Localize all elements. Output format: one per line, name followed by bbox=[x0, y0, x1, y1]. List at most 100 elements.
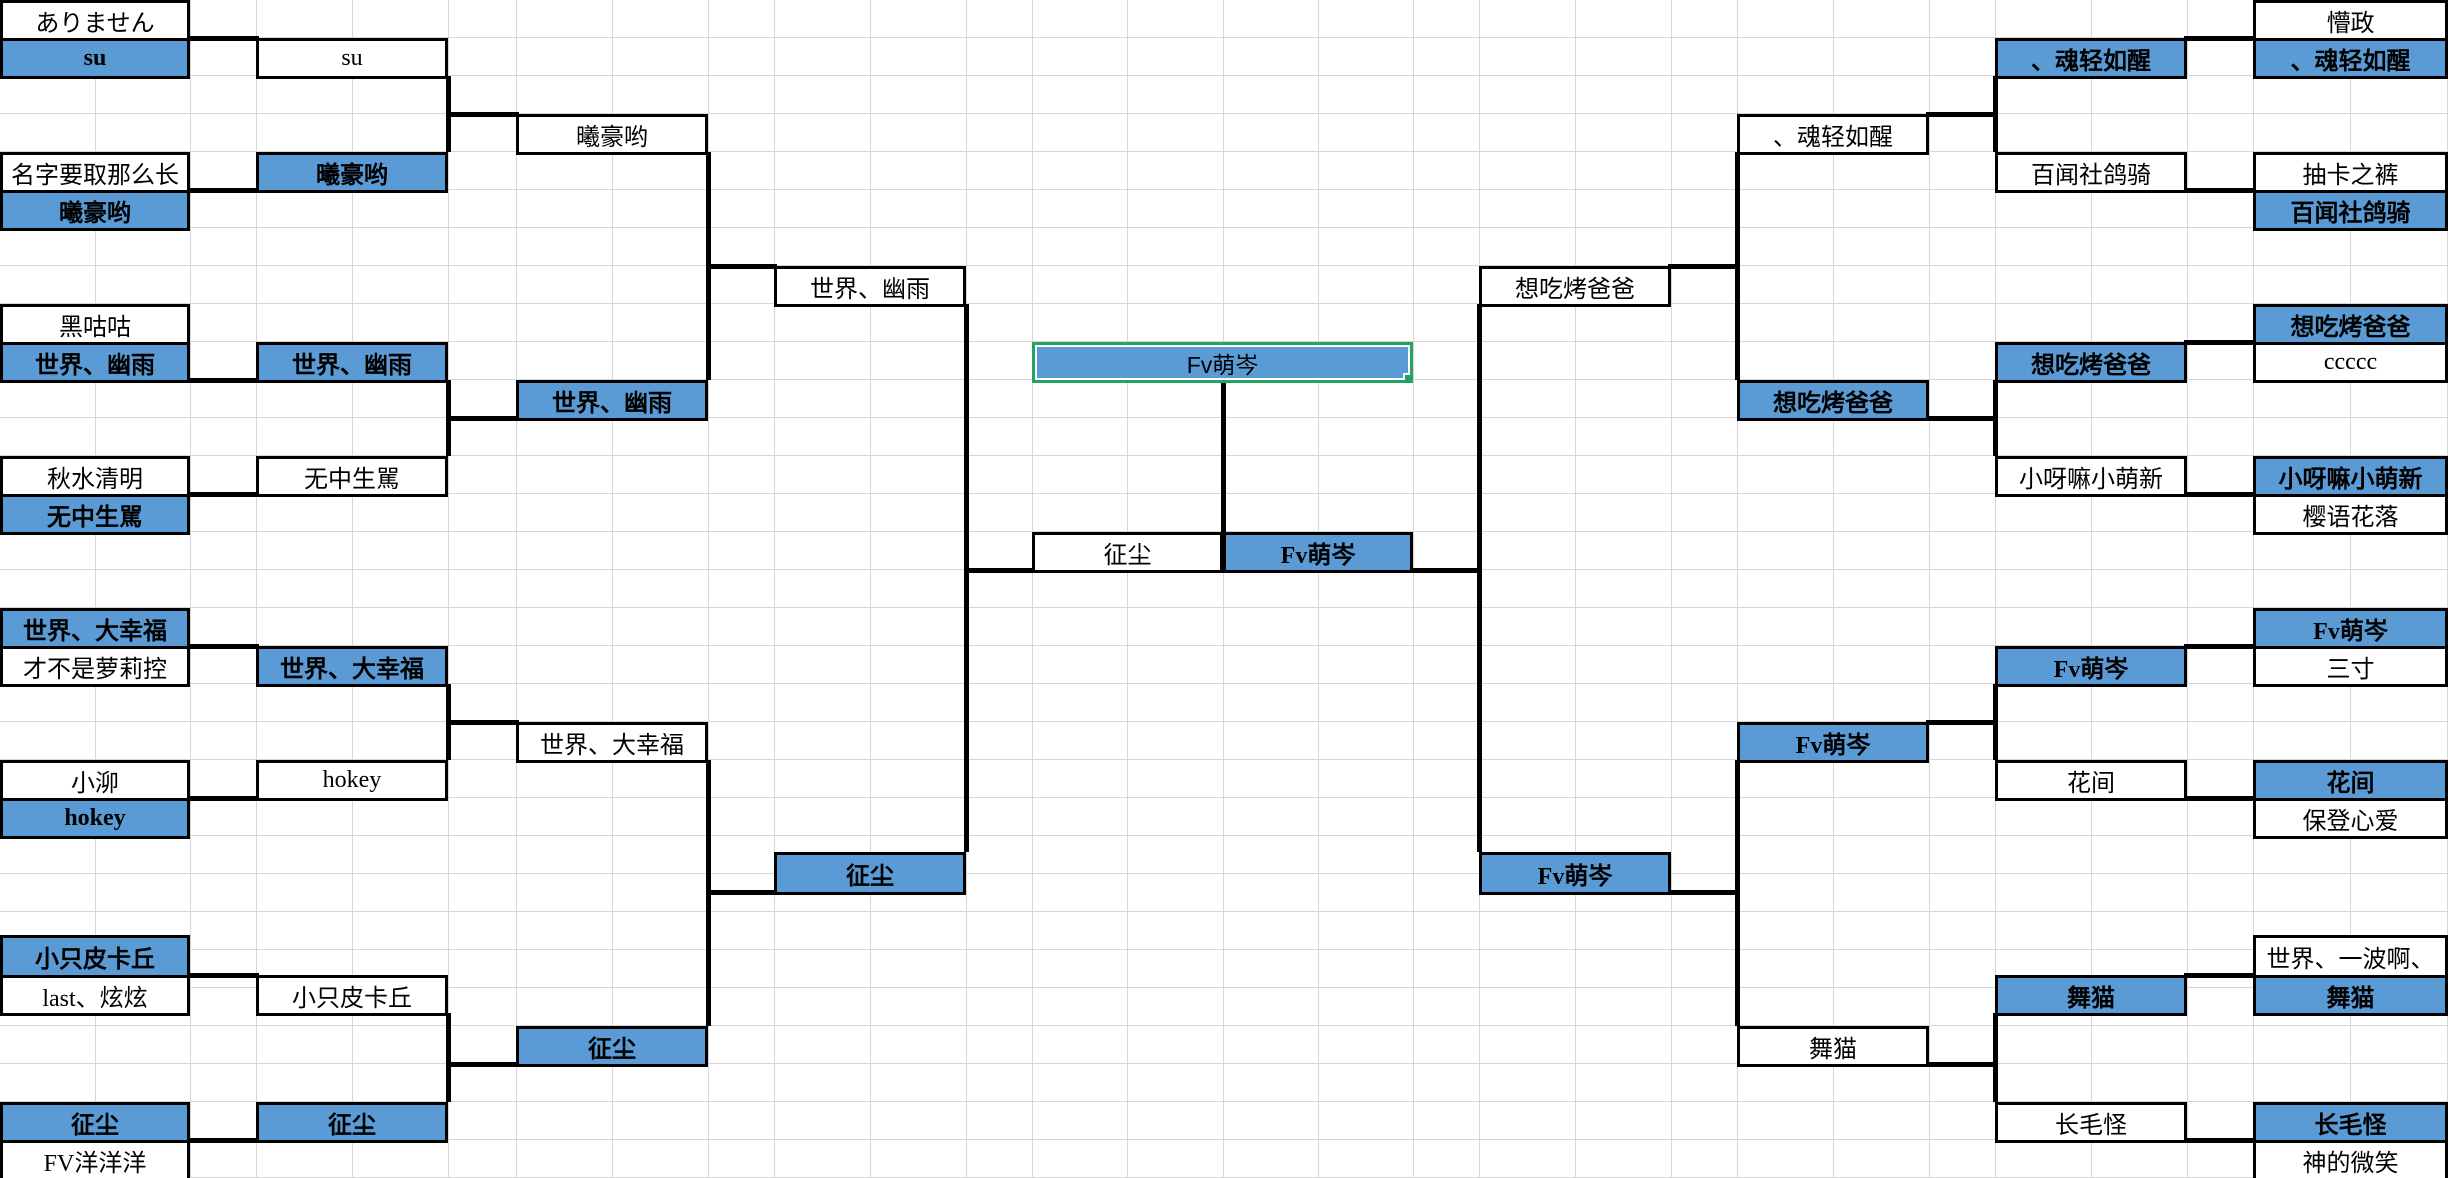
cell-A18[interactable]: 才不是萝莉控 bbox=[0, 646, 190, 687]
bracket-connector bbox=[1926, 112, 1998, 117]
gridline-vertical bbox=[256, 0, 257, 1178]
cell-A9[interactable]: 黑咕咕 bbox=[0, 304, 190, 345]
bracket-connector bbox=[2184, 644, 2258, 649]
bracket-connector bbox=[1221, 380, 1226, 535]
cell-N20[interactable]: Fv萌岑 bbox=[1737, 722, 1929, 763]
cell-C21[interactable]: hokey bbox=[256, 760, 448, 801]
gridline-vertical bbox=[1671, 0, 1672, 1178]
bracket-connector bbox=[964, 568, 1035, 573]
cell-E28[interactable]: 征尘 bbox=[516, 1026, 708, 1067]
cell-A1[interactable]: ありません bbox=[0, 0, 190, 41]
cell-R2[interactable]: 、魂轻如醒 bbox=[2253, 38, 2448, 79]
cell-E20[interactable]: 世界、大幸福 bbox=[516, 722, 708, 763]
cell-A22[interactable]: hokey bbox=[0, 798, 190, 839]
bracket-connector bbox=[964, 304, 969, 852]
selected-cell-champion[interactable]: Fv萌岑 bbox=[1032, 342, 1413, 383]
cell-R31[interactable]: 神的微笑 bbox=[2253, 1140, 2448, 1178]
cell-C2[interactable]: su bbox=[256, 38, 448, 79]
bracket-connector bbox=[2184, 188, 2258, 193]
cell-A2[interactable]: su bbox=[0, 38, 190, 79]
bracket-connector bbox=[190, 796, 259, 801]
gridline-vertical bbox=[190, 0, 191, 1178]
bracket-connector bbox=[1477, 304, 1482, 852]
gridline-vertical bbox=[448, 0, 449, 1178]
cell-A6[interactable]: 曦豪哟 bbox=[0, 190, 190, 231]
cell-C30[interactable]: 征尘 bbox=[256, 1102, 448, 1143]
bracket-connector bbox=[706, 890, 777, 895]
cell-L23[interactable]: Fv萌岑 bbox=[1479, 852, 1671, 895]
cell-P18[interactable]: Fv萌岑 bbox=[1995, 646, 2187, 687]
cell-P21[interactable]: 花间 bbox=[1995, 760, 2187, 801]
bracket-connector bbox=[2184, 796, 2258, 801]
cell-G23[interactable]: 征尘 bbox=[774, 852, 966, 895]
bracket-connector bbox=[1410, 568, 1482, 573]
cell-N4[interactable]: 、魂轻如醒 bbox=[1737, 114, 1929, 155]
cell-C18[interactable]: 世界、大幸福 bbox=[256, 646, 448, 687]
cell-A31[interactable]: FV洋洋洋 bbox=[0, 1140, 190, 1178]
cell-P30[interactable]: 长毛怪 bbox=[1995, 1102, 2187, 1143]
cell-R22[interactable]: 保登心爱 bbox=[2253, 798, 2448, 839]
bracket-connector bbox=[1668, 890, 1740, 895]
cell-A30[interactable]: 征尘 bbox=[0, 1102, 190, 1143]
bracket-connector bbox=[190, 973, 259, 978]
gridline-vertical bbox=[1032, 0, 1033, 1178]
gridline-vertical bbox=[1413, 0, 1414, 1178]
cell-P27[interactable]: 舞猫 bbox=[1995, 975, 2187, 1016]
cell-A17[interactable]: 世界、大幸福 bbox=[0, 608, 190, 649]
bracket-connector bbox=[190, 1138, 259, 1143]
cell-G8[interactable]: 世界、幽雨 bbox=[774, 266, 966, 307]
bracket-connector bbox=[2184, 36, 2258, 41]
cell-R21[interactable]: 花间 bbox=[2253, 760, 2448, 801]
cell-A14[interactable]: 无中生駡 bbox=[0, 494, 190, 535]
gridline-vertical bbox=[95, 0, 96, 1178]
cell-L8[interactable]: 想吃烤爸爸 bbox=[1479, 266, 1671, 307]
cell-P2[interactable]: 、魂轻如醒 bbox=[1995, 38, 2187, 79]
cell-R18[interactable]: 三寸 bbox=[2253, 646, 2448, 687]
bracket-connector bbox=[190, 378, 259, 383]
bracket-connector bbox=[1993, 1013, 1998, 1102]
cell-P13[interactable]: 小呀嘛小萌新 bbox=[1995, 456, 2187, 497]
gridline-vertical bbox=[708, 0, 709, 1178]
cell-N11[interactable]: 想吃烤爸爸 bbox=[1737, 380, 1929, 421]
cell-R9[interactable]: 想吃烤爸爸 bbox=[2253, 304, 2448, 345]
bracket-connector bbox=[446, 112, 519, 117]
cell-I15[interactable]: 征尘 bbox=[1032, 532, 1223, 573]
cell-C27[interactable]: 小只皮卡丘 bbox=[256, 975, 448, 1016]
cell-A13[interactable]: 秋水清明 bbox=[0, 456, 190, 497]
cell-A27[interactable]: last、炫炫 bbox=[0, 975, 190, 1016]
cell-C10[interactable]: 世界、幽雨 bbox=[256, 342, 448, 383]
cell-R6[interactable]: 百闻社鸽骑 bbox=[2253, 190, 2448, 231]
bracket-connector bbox=[446, 720, 519, 725]
gridline-vertical bbox=[1929, 0, 1930, 1178]
gridline-vertical bbox=[1737, 0, 1738, 1178]
cell-P5[interactable]: 百闻社鸽骑 bbox=[1995, 152, 2187, 193]
cell-N28[interactable]: 舞猫 bbox=[1737, 1026, 1929, 1067]
cell-R30[interactable]: 长毛怪 bbox=[2253, 1102, 2448, 1143]
bracket-connector bbox=[2184, 492, 2258, 497]
cell-R14[interactable]: 樱语花落 bbox=[2253, 494, 2448, 535]
bracket-connector bbox=[2184, 340, 2258, 345]
bracket-connector bbox=[2184, 973, 2258, 978]
cell-E4[interactable]: 曦豪哟 bbox=[516, 114, 708, 155]
cell-A5[interactable]: 名字要取那么长 bbox=[0, 152, 190, 193]
cell-R1[interactable]: 懵政 bbox=[2253, 0, 2448, 41]
cell-C13[interactable]: 无中生駡 bbox=[256, 456, 448, 497]
cell-R5[interactable]: 抽卡之裤 bbox=[2253, 152, 2448, 193]
cell-A26[interactable]: 小只皮卡丘 bbox=[0, 935, 190, 978]
cell-R26[interactable]: 世界、一波啊、 bbox=[2253, 935, 2448, 978]
cell-A21[interactable]: 小泖 bbox=[0, 760, 190, 801]
bracket-connector bbox=[190, 492, 259, 497]
cell-E11[interactable]: 世界、幽雨 bbox=[516, 380, 708, 421]
gridline-vertical bbox=[352, 0, 353, 1178]
cell-R17[interactable]: Fv萌岑 bbox=[2253, 608, 2448, 649]
cell-P10[interactable]: 想吃烤爸爸 bbox=[1995, 342, 2187, 383]
cell-R10[interactable]: ccccc bbox=[2253, 342, 2448, 383]
cell-R27[interactable]: 舞猫 bbox=[2253, 975, 2448, 1016]
cell-J15[interactable]: Fv萌岑 bbox=[1223, 532, 1413, 573]
cell-A10[interactable]: 世界、幽雨 bbox=[0, 342, 190, 383]
cell-R13[interactable]: 小呀嘛小萌新 bbox=[2253, 456, 2448, 497]
gridline-vertical bbox=[774, 0, 775, 1178]
fill-handle[interactable] bbox=[1403, 373, 1410, 380]
cell-C5[interactable]: 曦豪哟 bbox=[256, 152, 448, 193]
